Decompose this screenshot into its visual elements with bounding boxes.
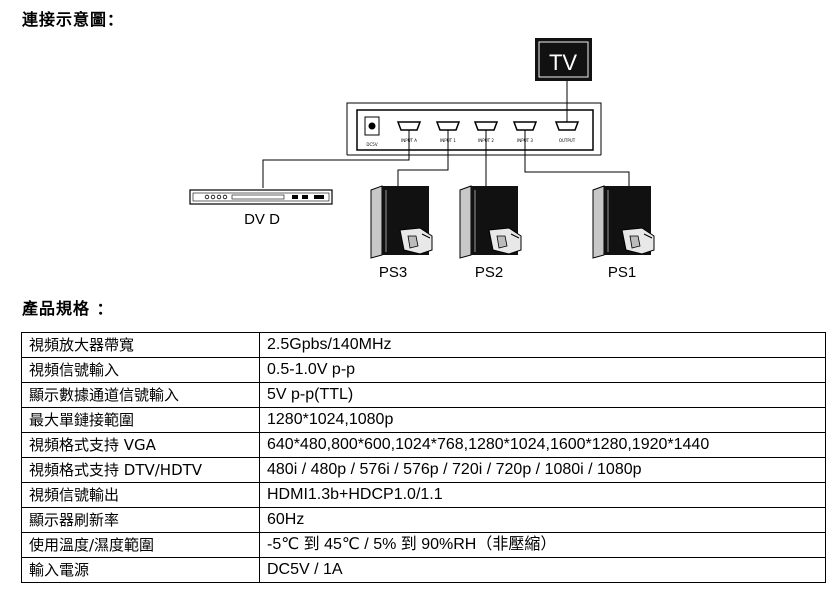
spec-value: 640*480,800*600,1024*768,1280*1024,1600*…	[259, 432, 826, 458]
tv-box	[535, 38, 592, 81]
spec-value: HDMI1.3b+HDCP1.0/1.1	[259, 482, 826, 508]
dc-port	[364, 116, 380, 136]
tv-label: TV	[549, 50, 577, 75]
spec-key: 視頻信號輸入	[21, 357, 260, 383]
dvd-label: DV D	[244, 211, 280, 228]
spec-key: 最大單鏈接範圍	[21, 407, 260, 433]
switch-panel	[356, 109, 594, 151]
spec-value: 480i / 480p / 576i / 576p / 720i / 720p …	[259, 457, 826, 483]
svg-text:OUTPUT: OUTPUT	[559, 138, 576, 143]
ps1-console	[592, 185, 655, 259]
connection-diagram: TV DC5V INPUT A INPUT 1 INPUT 2 INPUT 3 …	[189, 38, 655, 281]
spec-key: 視頻放大器帶寬	[21, 332, 260, 358]
ps3-cable	[397, 130, 449, 188]
ps1-cable	[524, 130, 630, 188]
spec-value: -5℃ 到 45℃ / 5% 到 90%RH（非壓縮）	[259, 532, 826, 558]
ps2-console	[459, 185, 522, 259]
dvd-cable	[262, 130, 410, 188]
ps3-label: PS3	[379, 264, 407, 281]
spec-key: 視頻格式支持 VGA	[21, 432, 260, 458]
spec-key: 視頻信號輸出	[21, 482, 260, 508]
ps1-label: PS1	[608, 264, 636, 281]
switch-body	[346, 102, 602, 155]
tv-screen	[538, 41, 589, 78]
spec-value: 0.5-1.0V p-p	[259, 357, 826, 383]
spec-key: 使用溫度/濕度範圍	[21, 532, 260, 558]
ps2-label: PS2	[475, 264, 503, 281]
spec-value: DC5V / 1A	[259, 557, 826, 583]
spec-value: 5V p-p(TTL)	[259, 382, 826, 408]
svg-text:DC5V: DC5V	[366, 142, 377, 147]
spec-value: 60Hz	[259, 507, 826, 533]
ps3-console	[370, 185, 433, 259]
spec-key: 顯示數據通道信號輸入	[21, 382, 260, 408]
connection-diagram-heading: 連接示意圖：	[22, 10, 125, 29]
product-spec-heading: 產品規格 ：	[22, 299, 114, 318]
spec-key: 輸入電源	[21, 557, 260, 583]
spec-key: 顯示器刷新率	[21, 507, 260, 533]
spec-value: 1280*1024,1080p	[259, 407, 826, 433]
spec-value: 2.5Gpbs/140MHz	[259, 332, 826, 358]
hdmi-port-output: OUTPUT	[554, 121, 580, 143]
spec-key: 視頻格式支持 DTV/HDTV	[21, 457, 260, 483]
dvd-player	[189, 189, 333, 205]
table-row: 使用溫度/濕度範圍-5℃ 到 45℃ / 5% 到 90%RH（非壓縮）	[21, 532, 826, 558]
